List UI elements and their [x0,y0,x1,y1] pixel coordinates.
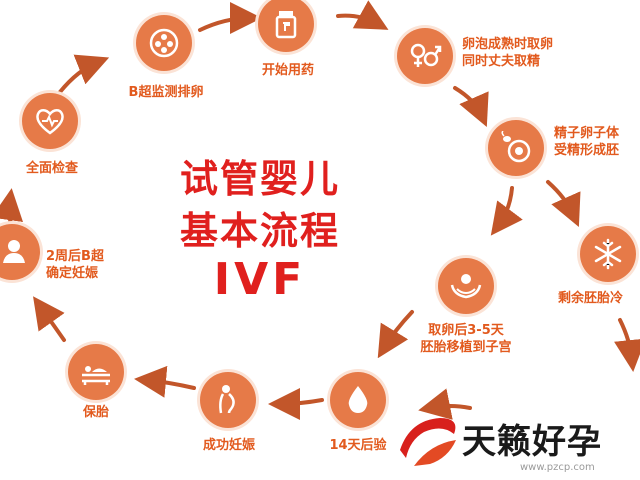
step-checkup-label: 全面检查 [25,161,78,176]
arrow-transfer-to-test [377,310,414,359]
step-transfer-node [438,258,494,314]
arrow-freezing-to-down [614,318,640,372]
arrow-medication-to-retrieval [336,0,389,30]
brand-name: 天籁好孕 [462,422,602,462]
follicle-icon [149,28,179,58]
step-retrieval-label: 卵泡成熟时取卵 同时丈夫取精 [462,37,554,69]
arrow-test-to-success [268,387,324,420]
pregnant-icon [219,385,235,414]
medicine-bottle-icon [275,11,297,39]
step-fertilization-label: 精子卵子体 受精形成胚 [554,126,620,158]
step-success-label: 成功妊娠 [202,438,255,453]
snowflake-icon [594,238,622,270]
step-freezing-node [580,226,636,282]
arrow-rest-to-confirm [33,296,66,342]
step-success-node [200,372,256,428]
arrow-retrieval-to-fertilization [453,86,489,127]
step-freezing-label: 剩余胚胎冷 [558,291,624,306]
arrow-checkup-to-ultrasound [58,54,110,94]
arrow-fertilization-to-freezing [546,180,581,227]
step-medication-label: 开始用药 [261,63,314,78]
heart-icon [36,109,64,135]
step-ultrasound-label: B超监测排卵 [128,85,204,100]
step-test-node [330,372,386,428]
drop-icon [348,386,368,413]
brand-logo-icon [400,418,456,466]
step-ultrasound-node [136,15,192,71]
title-line1: 试管婴儿 [179,157,340,201]
title-ivf: IVF [213,254,307,305]
hands-embryo-icon [450,274,482,299]
title-line2: 基本流程 [179,209,340,253]
arrow-fertilization-to-transfer [490,186,523,236]
step-retrieval-node [397,28,453,84]
step-rest-label: 保胎 [82,405,109,420]
arrow-success-to-rest [134,365,196,398]
baby-icon [3,240,25,263]
step-medication-node [258,0,314,52]
sperm-egg-icon [501,131,531,163]
step-rest-node [68,344,124,400]
step-fertilization-node [488,120,544,176]
step-confirm-label: 2周后B超 确定妊娠 [46,249,104,281]
brand-url: www.pzcp.com [520,462,595,473]
step-checkup-node [22,93,78,149]
step-test-label: 14天后验 [329,438,387,453]
arrow-bottom-right-to-test [418,388,472,420]
step-transfer-label: 取卵后3-5天 胚胎移植到子宫 [420,323,512,355]
gender-icon [410,43,442,67]
bed-rest-icon [82,366,110,385]
arrow-ultrasound-to-medication [198,2,262,35]
